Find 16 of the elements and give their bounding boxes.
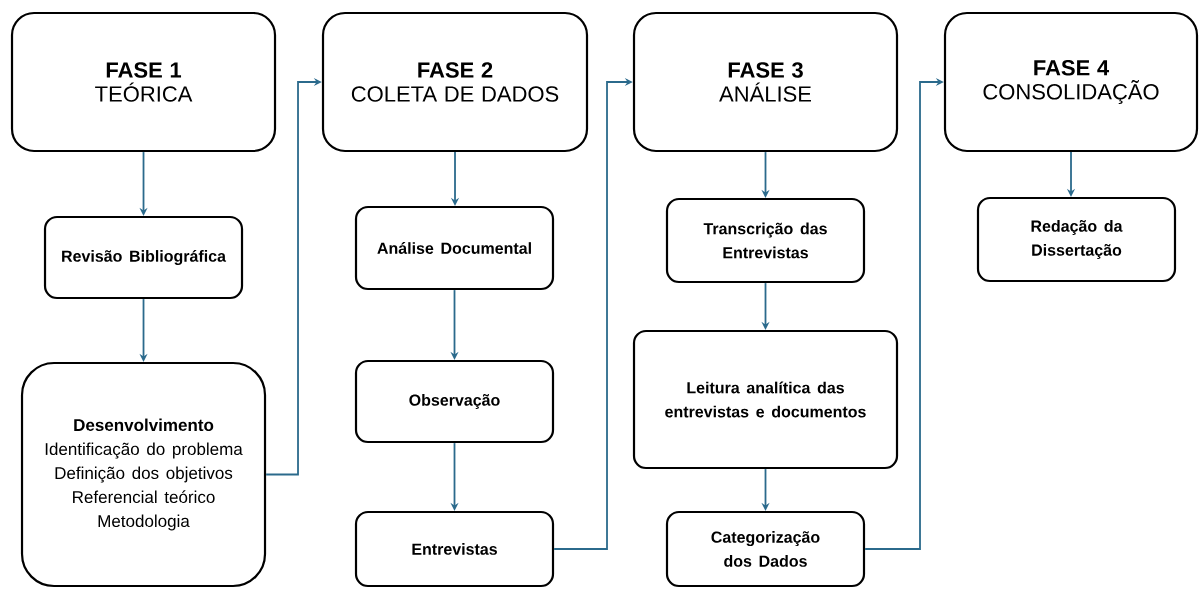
phase-box: FASE 1 TEÓRICA	[10, 11, 277, 153]
process-box: Entrevistas	[354, 510, 555, 588]
phase-box: FASE 3 ANÁLISE	[632, 11, 899, 153]
process-box: Análise Documental	[354, 205, 555, 291]
arrow	[553, 77, 633, 550]
process-box: Categorização dos Dados	[665, 510, 866, 588]
process-box: Revisão Bibliográfica	[43, 215, 244, 300]
process-box: Transcrição das Entrevistas	[665, 197, 866, 284]
process-box: Leitura analítica das entrevistas e documentos	[632, 329, 899, 470]
process-box: Redação da Dissertação	[976, 196, 1177, 283]
phase-box: FASE 2 COLETA DE DADOS	[321, 11, 589, 153]
phase-box: FASE 4 CONSOLIDAÇÃO	[943, 11, 1199, 153]
arrow	[864, 77, 944, 550]
arrow	[265, 77, 322, 476]
process-box: Observação	[354, 359, 555, 444]
process-box: Desenvolvimento Identificação do problema Definição dos objetivos Referencial teórico Metodologia	[20, 361, 267, 588]
